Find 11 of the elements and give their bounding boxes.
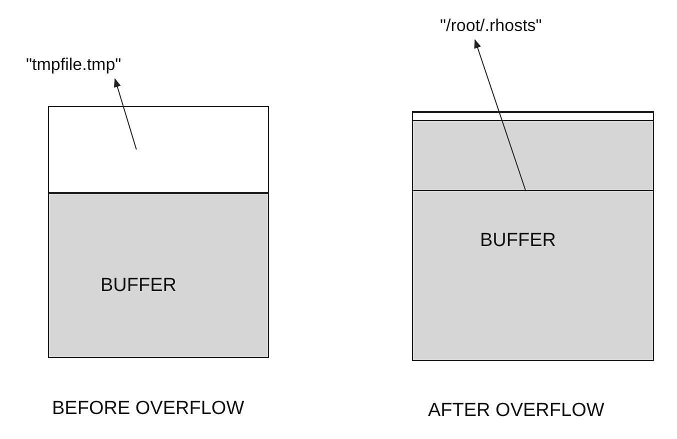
buffer-region: BUFFER xyxy=(412,190,654,361)
file-name-label: "/root/.rhosts" xyxy=(440,16,542,36)
memory-region xyxy=(412,120,654,191)
arrow xyxy=(114,78,137,150)
buffer-region: BUFFER xyxy=(48,192,269,358)
diagram-caption: AFTER OVERFLOW xyxy=(428,400,604,422)
file-name-label: "tmpfile.tmp" xyxy=(26,55,122,75)
memory-region xyxy=(48,106,269,193)
arrow xyxy=(474,39,526,192)
diagram-caption: BEFORE OVERFLOW xyxy=(52,398,244,420)
memory-region xyxy=(412,111,654,121)
